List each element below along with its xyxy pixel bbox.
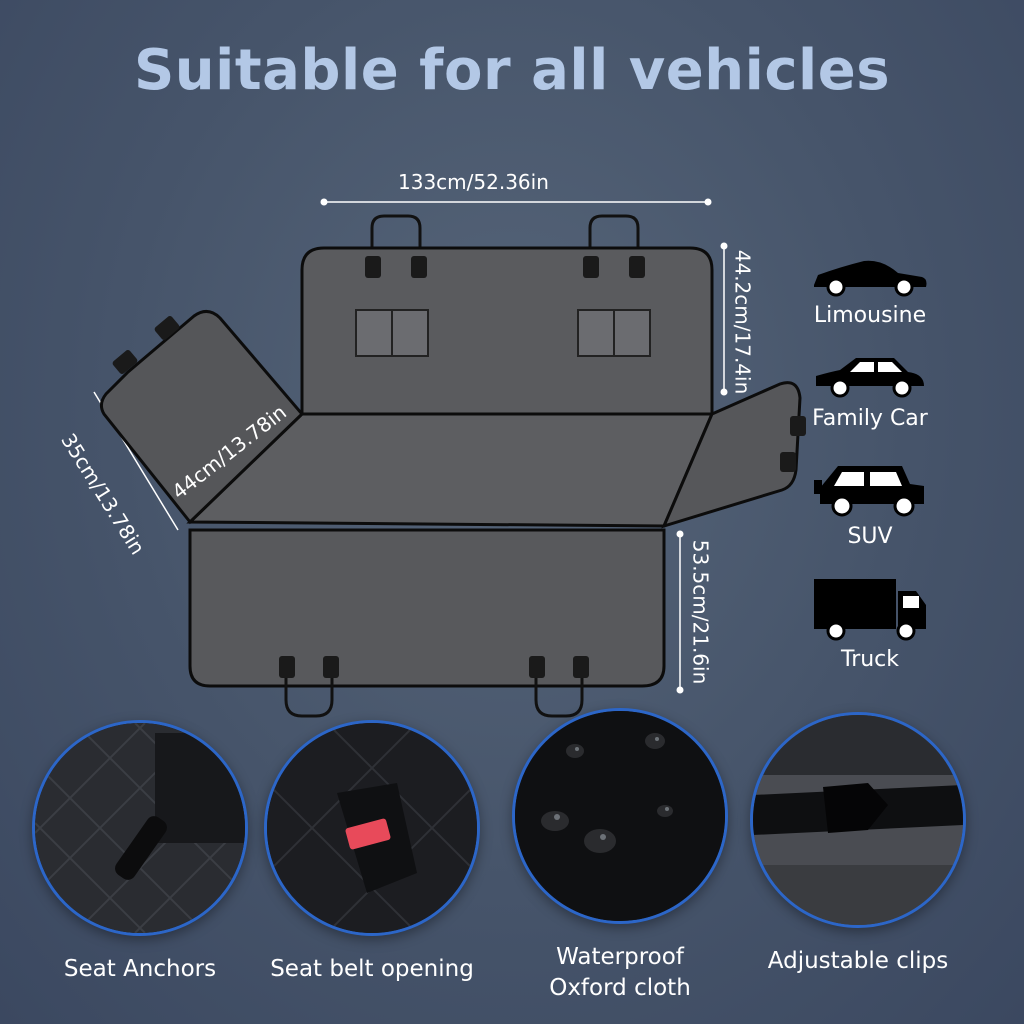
back-height-dimension: 44.2cm/17.4in — [730, 249, 755, 395]
feature-caption: Waterproof Oxford cloth — [549, 944, 691, 1001]
vehicle-label: Limousine — [813, 303, 927, 328]
seat-cover-diagram — [99, 214, 806, 718]
seat-depth-dimension: 53.5cm/21.6in — [688, 539, 713, 685]
seat-belt-photo — [264, 720, 480, 936]
vehicle-limousine: Limousine — [790, 255, 950, 328]
width-dimension: 133cm/52.36in — [398, 170, 549, 194]
back-panel — [300, 246, 714, 416]
feature-seat-belt-opening: Seat belt opening — [262, 720, 482, 985]
vehicle-label: Truck — [840, 647, 900, 672]
vehicle-label: SUV — [847, 524, 893, 549]
limousine-icon — [814, 260, 927, 297]
waterproof-photo — [512, 708, 728, 924]
feature-waterproof-oxford-cloth: Waterproof Oxford cloth — [510, 708, 730, 1004]
vehicle-truck: Truck — [790, 575, 950, 672]
family-car-icon — [816, 358, 924, 398]
feature-adjustable-clips: Adjustable clips — [748, 712, 968, 977]
adjustable-clips-photo — [750, 712, 966, 928]
page-title: Suitable for all vehicles — [133, 38, 891, 103]
suv-icon — [814, 466, 924, 517]
vehicle-label: Family Car — [812, 406, 928, 431]
vehicle-suv: SUV — [790, 462, 950, 549]
front-skirt — [188, 528, 666, 688]
feature-caption: Seat belt opening — [270, 956, 474, 982]
feature-seat-anchors: Seat Anchors — [30, 720, 250, 985]
vehicle-family-car: Family Car — [790, 352, 950, 431]
left-flap — [99, 310, 305, 525]
truck-icon — [814, 579, 926, 641]
feature-caption: Adjustable clips — [767, 948, 949, 974]
seat-anchor-photo — [32, 720, 248, 936]
feature-caption: Seat Anchors — [63, 956, 217, 982]
right-flap — [661, 381, 802, 529]
